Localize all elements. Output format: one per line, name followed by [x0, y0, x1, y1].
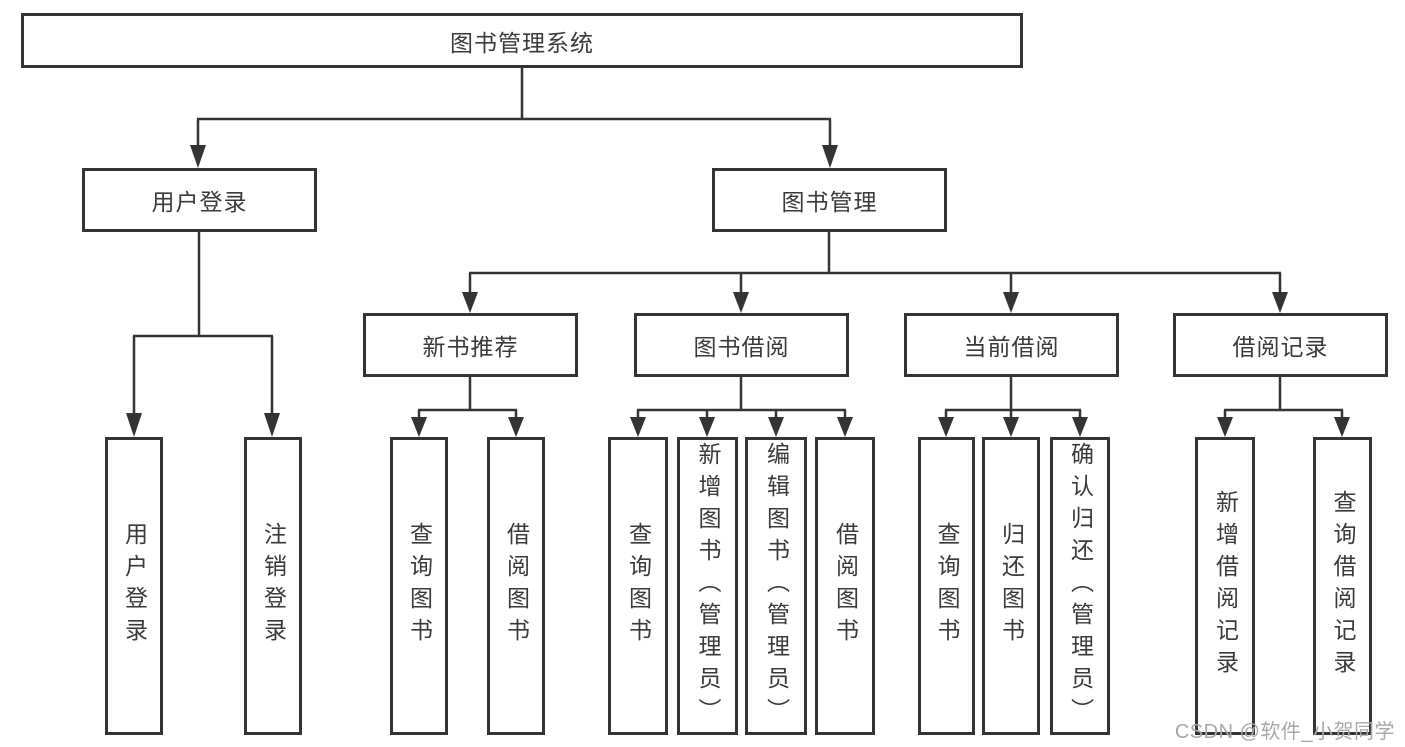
leaf-query-books-current: 查询图书 [918, 437, 975, 735]
leaf-add-book-admin: 新增图书（管理员） [677, 437, 738, 735]
node-borrow-records: 借阅记录 [1173, 313, 1388, 377]
node-label: 图书管理 [781, 189, 878, 215]
leaf-logout: 注销登录 [244, 437, 302, 735]
connector-user-login-children [126, 231, 280, 437]
node-label: 查询借阅记录 [1330, 490, 1356, 682]
node-current-borrow: 当前借阅 [904, 313, 1119, 377]
leaf-query-borrow-record: 查询借阅记录 [1313, 437, 1372, 735]
node-label: 借阅图书 [503, 522, 530, 650]
node-label: 归还图书 [998, 522, 1025, 650]
node-label: 新书推荐 [422, 334, 519, 360]
connector-root-to-level2 [190, 67, 838, 168]
leaf-borrow-books-recommend: 借阅图书 [487, 437, 545, 735]
node-label: 确认归还（管理员） [1067, 442, 1094, 730]
connector-book-management-children [462, 231, 1288, 313]
node-label: 借阅图书 [832, 522, 859, 650]
connector-book-borrow-children [630, 376, 853, 437]
leaf-return-books: 归还图书 [982, 437, 1040, 735]
leaf-query-books-recommend: 查询图书 [390, 437, 448, 735]
node-label: 图书借阅 [693, 334, 790, 360]
node-label: 查询图书 [406, 522, 433, 650]
node-book-borrow: 图书借阅 [634, 313, 849, 377]
leaf-user-login: 用户登录 [105, 437, 163, 735]
connector-current-borrow-children [938, 376, 1088, 437]
node-root: 图书管理系统 [21, 13, 1023, 68]
node-label: 用户登录 [151, 189, 248, 215]
node-label: 编辑图书（管理员） [763, 442, 790, 730]
connector-new-book-recommend-children [411, 376, 524, 437]
leaf-query-books-borrow: 查询图书 [608, 437, 668, 735]
node-label: 查询图书 [625, 522, 652, 650]
node-label: 注销登录 [260, 522, 287, 650]
watermark: CSDN @软件_小贺同学 [1174, 721, 1395, 743]
node-label: 借阅记录 [1232, 334, 1329, 360]
connector-borrow-records-children [1217, 376, 1350, 437]
node-book-management: 图书管理 [712, 168, 947, 232]
node-user-login: 用户登录 [82, 168, 317, 232]
node-new-book-recommend: 新书推荐 [363, 313, 578, 377]
node-label: 用户登录 [121, 522, 148, 650]
node-label: 当前借阅 [963, 334, 1060, 360]
node-label: 新增图书（管理员） [695, 442, 721, 730]
leaf-borrow-books: 借阅图书 [815, 437, 875, 735]
leaf-edit-book-admin: 编辑图书（管理员） [745, 437, 807, 735]
leaf-add-borrow-record: 新增借阅记录 [1195, 437, 1255, 735]
node-root-label: 图书管理系统 [450, 29, 594, 56]
leaf-confirm-return-admin: 确认归还（管理员） [1050, 437, 1110, 735]
node-label: 查询图书 [934, 522, 960, 650]
node-label: 新增借阅记录 [1212, 490, 1239, 682]
